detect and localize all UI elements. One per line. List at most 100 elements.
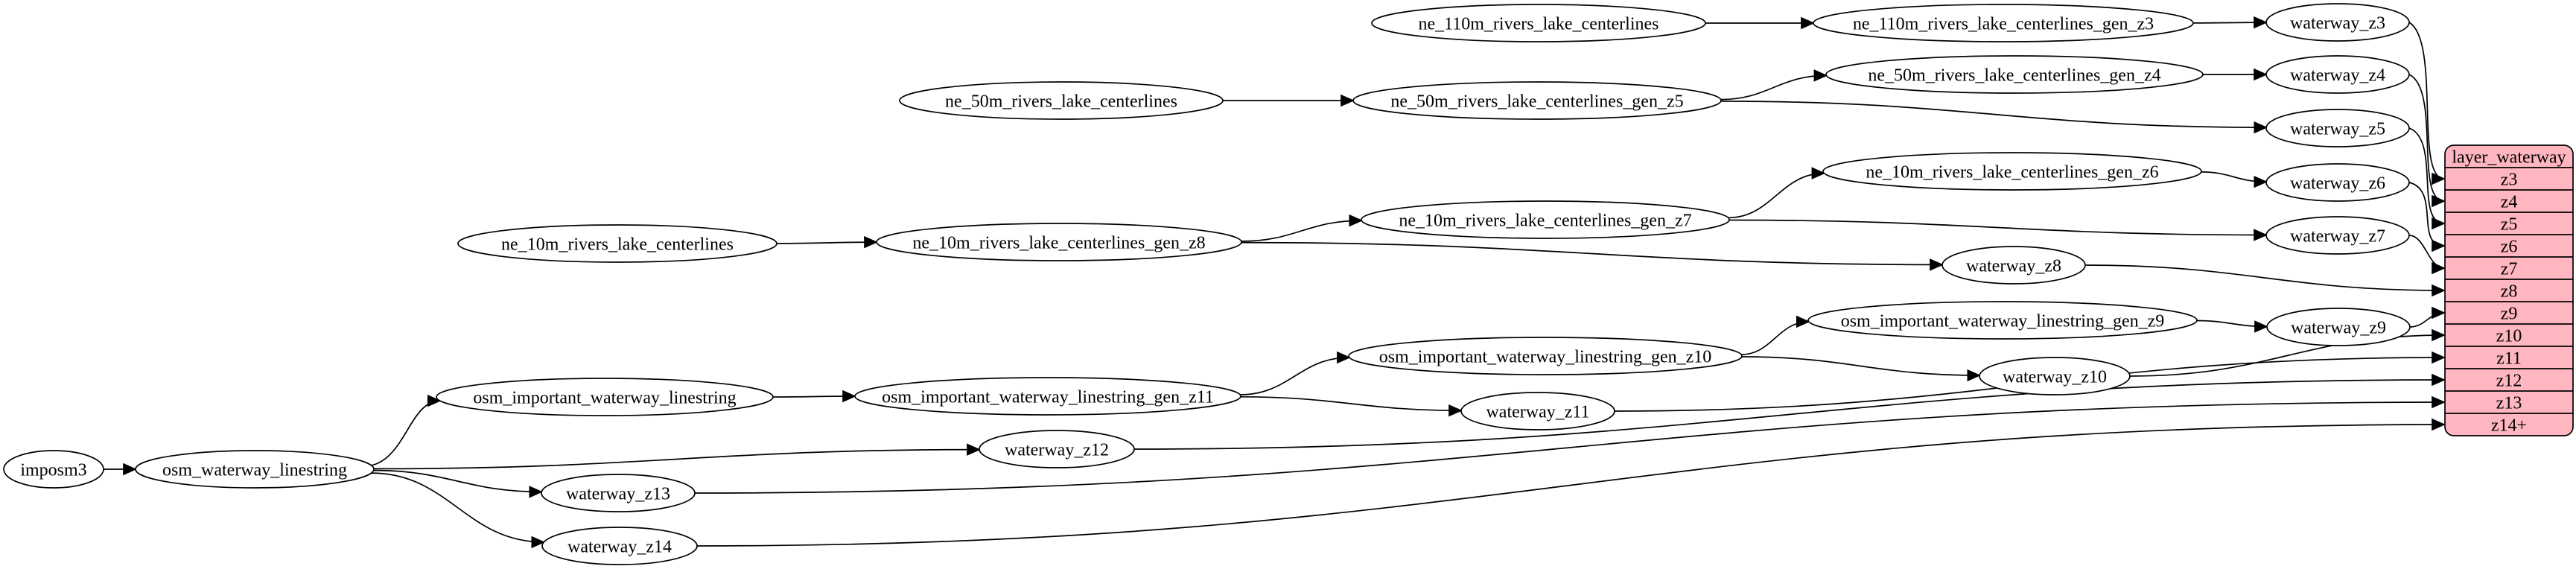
node-label: osm_important_waterway_linestring bbox=[473, 388, 736, 407]
edge-ne_50m_rivers_lake_centerlines_gen_z5-to-waterway_z5 bbox=[1720, 101, 2268, 134]
node-ne_110m_rivers_lake_centerlines: ne_110m_rivers_lake_centerlines bbox=[1371, 4, 1706, 42]
edges-layer bbox=[104, 16, 2446, 549]
node-ne_10m_rivers_lake_centerlines: ne_10m_rivers_lake_centerlines bbox=[457, 224, 777, 263]
edge-osm_waterway_linestring-to-waterway_z12 bbox=[373, 443, 981, 470]
record-row-label: z9 bbox=[2501, 304, 2518, 323]
record-row-label: z4 bbox=[2501, 192, 2518, 212]
node-ellipse bbox=[1813, 4, 2194, 42]
node-label: osm_important_waterway_linestring_gen_z1… bbox=[882, 387, 1214, 407]
edge-osm_waterway_linestring-to-waterway_z14 bbox=[371, 472, 546, 549]
record-row-z12: z12 bbox=[2496, 371, 2522, 390]
record-row-label: z14+ bbox=[2491, 416, 2527, 435]
node-waterway_z14: waterway_z14 bbox=[541, 527, 698, 565]
record-row-z6: z6 bbox=[2501, 237, 2518, 256]
node-ellipse bbox=[3, 450, 104, 489]
node-label: ne_50m_rivers_lake_centerlines_gen_z4 bbox=[1868, 66, 2160, 85]
node-label: waterway_z6 bbox=[2290, 174, 2385, 193]
node-label: ne_10m_rivers_lake_centerlines bbox=[501, 235, 734, 254]
edge-waterway_z13-to-layer_waterway-z13 bbox=[694, 395, 2446, 494]
edge-waterway_z7-to-layer_waterway-z7 bbox=[2408, 235, 2446, 275]
node-ellipse bbox=[1371, 4, 1706, 42]
record-title: layer_waterway bbox=[2452, 147, 2566, 167]
node-ellipse bbox=[1825, 55, 2204, 94]
record-row-z7: z7 bbox=[2501, 259, 2518, 279]
node-ellipse bbox=[1807, 301, 2198, 340]
node-label: waterway_z12 bbox=[1005, 440, 1109, 460]
node-osm_important_waterway_linestring_gen_z9: osm_important_waterway_linestring_gen_z9 bbox=[1807, 301, 2198, 340]
node-osm_waterway_linestring: osm_waterway_linestring bbox=[135, 450, 375, 489]
node-label: osm_important_waterway_linestring_gen_z9 bbox=[1841, 311, 2165, 331]
node-label: waterway_z10 bbox=[2003, 367, 2107, 387]
edge-waterway_z4-to-layer_waterway-z4 bbox=[2408, 74, 2446, 208]
node-waterway_z4: waterway_z4 bbox=[2265, 55, 2410, 94]
edge-waterway_z12-to-layer_waterway-z12 bbox=[1133, 373, 2446, 450]
node-ellipse bbox=[541, 527, 698, 565]
node-ellipse bbox=[2265, 109, 2410, 147]
node-label: osm_waterway_linestring bbox=[162, 460, 347, 480]
record-body bbox=[2444, 144, 2574, 436]
node-label: ne_10m_rivers_lake_centerlines_gen_z6 bbox=[1866, 162, 2158, 182]
record-row-label: z11 bbox=[2496, 349, 2522, 368]
node-label: imposm3 bbox=[20, 460, 86, 480]
node-waterway_z11: waterway_z11 bbox=[1460, 392, 1615, 430]
node-ellipse bbox=[1822, 152, 2202, 191]
edge-osm_important_waterway_linestring_gen_z10-to-osm_important_waterway_linestring_gen_z9 bbox=[1741, 315, 1810, 355]
node-ellipse bbox=[2265, 163, 2410, 202]
record-row-z14+: z14+ bbox=[2491, 416, 2527, 435]
node-label: ne_110m_rivers_lake_centerlines_gen_z3 bbox=[1853, 14, 2154, 34]
record-row-z11: z11 bbox=[2496, 349, 2522, 368]
node-label: waterway_z3 bbox=[2290, 13, 2385, 33]
node-waterway_z8: waterway_z8 bbox=[1941, 246, 2086, 285]
node-ne_110m_rivers_lake_centerlines_gen_z3: ne_110m_rivers_lake_centerlines_gen_z3 bbox=[1813, 4, 2194, 42]
node-ellipse bbox=[135, 450, 375, 489]
node-ellipse bbox=[854, 377, 1241, 416]
node-ellipse bbox=[2266, 308, 2411, 346]
node-waterway_z3: waterway_z3 bbox=[2265, 3, 2410, 42]
node-label: waterway_z8 bbox=[1966, 256, 2061, 276]
edge-ne_10m_rivers_lake_centerlines-to-ne_10m_rivers_lake_centerlines_gen_z8 bbox=[776, 235, 878, 249]
node-ellipse bbox=[436, 378, 774, 416]
node-waterway_z10: waterway_z10 bbox=[1979, 357, 2131, 395]
node-ellipse bbox=[2265, 55, 2410, 94]
node-ellipse bbox=[457, 224, 777, 263]
node-label: waterway_z4 bbox=[2290, 66, 2385, 85]
edge-waterway_z9-to-layer_waterway-z9 bbox=[2409, 306, 2446, 328]
node-ellipse bbox=[1941, 246, 2086, 285]
node-ellipse bbox=[1979, 357, 2131, 395]
edge-osm_important_waterway_linestring_gen_z9-to-waterway_z9 bbox=[2196, 320, 2268, 333]
edge-osm_waterway_linestring-to-osm_important_waterway_linestring bbox=[371, 394, 442, 466]
record-row-label: z5 bbox=[2501, 214, 2518, 234]
edge-osm_waterway_linestring-to-waterway_z13 bbox=[373, 469, 544, 498]
node-label: ne_110m_rivers_lake_centerlines bbox=[1419, 14, 1659, 34]
edge-osm_important_waterway_linestring-to-osm_important_waterway_linestring_gen_z11 bbox=[772, 390, 856, 403]
record-row-z4: z4 bbox=[2501, 192, 2518, 212]
node-ellipse bbox=[1361, 200, 1730, 239]
edge-waterway_z8-to-layer_waterway-z8 bbox=[2084, 264, 2446, 297]
edge-waterway_z6-to-layer_waterway-z6 bbox=[2408, 182, 2446, 252]
node-label: waterway_z13 bbox=[566, 484, 670, 503]
node-osm_important_waterway_linestring_gen_z11: osm_important_waterway_linestring_gen_z1… bbox=[854, 377, 1241, 416]
node-waterway_z12: waterway_z12 bbox=[979, 430, 1135, 468]
node-label: waterway_z7 bbox=[2290, 226, 2385, 246]
node-label: ne_10m_rivers_lake_centerlines_gen_z8 bbox=[912, 233, 1205, 252]
node-ellipse bbox=[1348, 337, 1743, 375]
record-row-label: z13 bbox=[2496, 393, 2522, 413]
node-ne_10m_rivers_lake_centerlines_gen_z8: ne_10m_rivers_lake_centerlines_gen_z8 bbox=[876, 223, 1242, 261]
node-ellipse bbox=[876, 223, 1242, 261]
record-row-z9: z9 bbox=[2501, 304, 2518, 323]
node-ne_50m_rivers_lake_centerlines_gen_z5: ne_50m_rivers_lake_centerlines_gen_z5 bbox=[1352, 81, 1722, 120]
edge-ne_10m_rivers_lake_centerlines_gen_z7-to-waterway_z7 bbox=[1729, 219, 2268, 241]
node-waterway_z13: waterway_z13 bbox=[541, 474, 696, 512]
record-row-z8: z8 bbox=[2501, 282, 2518, 301]
edge-waterway_z14-to-layer_waterway-z14+ bbox=[696, 418, 2446, 547]
edge-osm_important_waterway_linestring_gen_z10-to-waterway_z10 bbox=[1741, 356, 1981, 382]
node-waterway_z5: waterway_z5 bbox=[2265, 109, 2410, 147]
node-ne_50m_rivers_lake_centerlines_gen_z4: ne_50m_rivers_lake_centerlines_gen_z4 bbox=[1825, 55, 2204, 94]
node-waterway_z9: waterway_z9 bbox=[2266, 308, 2411, 346]
node-label: ne_10m_rivers_lake_centerlines_gen_z7 bbox=[1399, 211, 1691, 230]
record-row-z10: z10 bbox=[2496, 326, 2522, 346]
node-imposm3: imposm3 bbox=[3, 450, 104, 489]
node-ellipse bbox=[2265, 3, 2410, 42]
node-label: ne_50m_rivers_lake_centerlines_gen_z5 bbox=[1390, 92, 1683, 111]
